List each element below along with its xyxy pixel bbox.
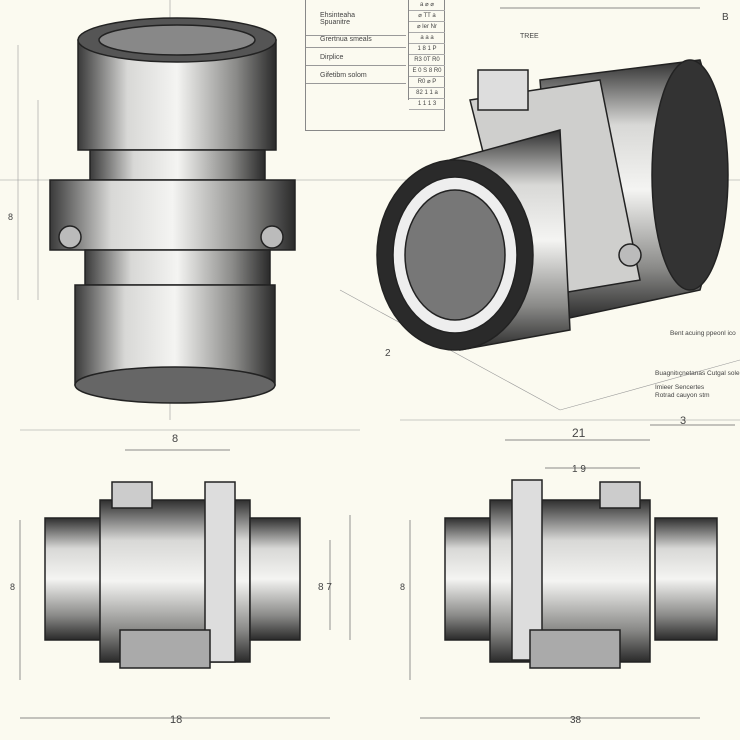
label-2: 2 [385, 348, 391, 359]
cell: 1 1 1 3 [409, 99, 445, 110]
cell: R3 0T R0 [409, 55, 445, 66]
note-4: Rotrad cauyon stm [655, 392, 710, 399]
cell: ⌀ ler Nr [409, 22, 445, 33]
note-1: Bent acuing ppeonl ico [670, 330, 736, 337]
front-view-vertical-fitting [49, 17, 296, 404]
title-line: Spuanitre [320, 19, 350, 26]
title-block-cells: a ⌀ ⌀ ⌀ TT a ⌀ ler Nr a a a 1 8 1 P R3 0… [408, 0, 445, 110]
cell: ⌀ TT a [409, 11, 445, 22]
title-line: Dirplice [320, 54, 344, 61]
label-tree: TREE [520, 33, 539, 40]
cell: 82 1 1 a [409, 88, 445, 99]
side-view-left [44, 481, 301, 669]
dimension-lines [19, 7, 735, 719]
title-block-row: Dirplice [306, 50, 406, 66]
dim-right-19: 1 9 [572, 464, 586, 475]
title-line: Gifetibm solom [320, 72, 367, 79]
title-line: Ehsinteaha [320, 12, 356, 19]
note-2: Buagnitıçnetanas Cutgal sole [655, 370, 740, 377]
dim-left-18: 18 [170, 714, 182, 726]
dim-left-8: 8 [172, 433, 178, 445]
label-b: B [722, 12, 729, 23]
dim-right-3: 3 [680, 415, 686, 427]
cell: R0 ⌀ P [409, 77, 445, 88]
cell: E 0 S 8 R0 [409, 66, 445, 77]
dim-side-8c: 8 [400, 582, 405, 592]
dim-right-21: 21 [572, 426, 586, 440]
dim-left-87: 8 7 [318, 582, 332, 593]
dim-right-38: 38 [570, 715, 582, 726]
cell: a ⌀ ⌀ [409, 0, 445, 11]
title-block-row: Gifetibm solom [306, 68, 406, 84]
title-line: Grertnua smeals [320, 36, 372, 43]
side-view-right [444, 479, 718, 669]
dim-side-8a: 8 [8, 212, 13, 222]
isometric-fitting [376, 59, 729, 351]
dim-side-8b: 8 [10, 582, 15, 592]
cell: 1 8 1 P [409, 44, 445, 55]
title-block-row: Grertnua smeals [306, 36, 406, 48]
cell: a a a [409, 33, 445, 44]
note-3: Imieer Sencertes [655, 384, 705, 391]
